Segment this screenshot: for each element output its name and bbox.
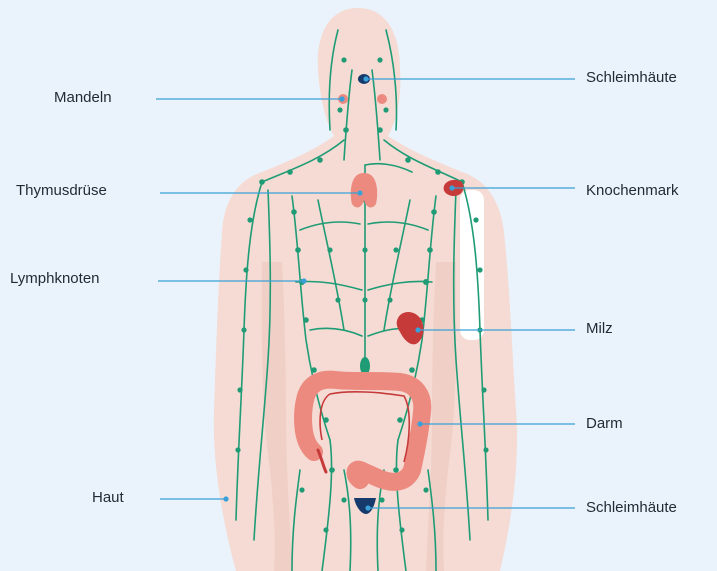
label-bone-marrow: Knochenmark bbox=[586, 182, 679, 200]
arm-bone bbox=[460, 190, 484, 340]
label-intestine: Darm bbox=[586, 415, 623, 433]
label-mucosa-top: Schleimhäute bbox=[586, 69, 677, 87]
right-tonsil bbox=[377, 94, 387, 104]
label-tonsils: Mandeln bbox=[54, 89, 112, 107]
label-mucosa-bottom: Schleimhäute bbox=[586, 499, 677, 517]
label-lymph-nodes: Lymphknoten bbox=[10, 270, 100, 288]
label-thymus: Thymusdrüse bbox=[16, 182, 107, 200]
label-spleen: Milz bbox=[586, 320, 613, 338]
label-skin: Haut bbox=[92, 489, 124, 507]
